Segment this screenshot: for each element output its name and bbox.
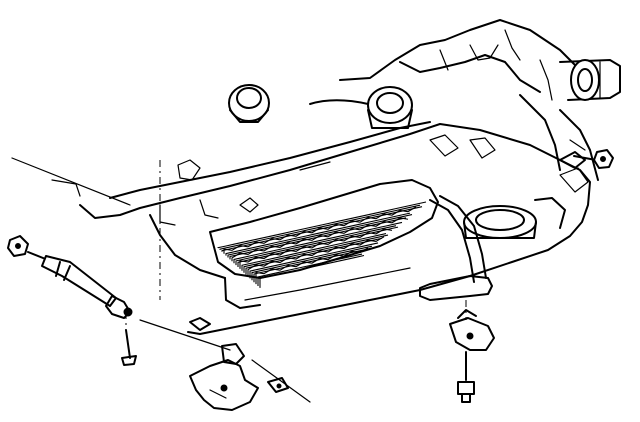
valve-body-hatch-line [225,212,411,256]
valve-body-hatch-line [223,206,417,254]
valve-body-hatch-line [241,233,387,271]
linkage-rod [419,151,597,301]
valve-body-hatch-line [231,217,409,262]
valve-body-hatch-line [243,234,389,273]
nut-right [593,149,614,169]
small-washer [267,377,289,393]
filter-seal [228,84,270,123]
valve-body [209,179,439,288]
valve-body-hatch-line [257,253,363,286]
alignment-lines [11,157,467,403]
bolt-right [457,351,475,403]
transmission-case [309,19,621,181]
bolt-left [121,329,137,366]
valve-body-hatch-line [259,254,365,288]
valve-body-hatch-line [219,204,421,250]
valve-body-hatch-line [255,247,369,285]
cable-sleeve [27,251,133,319]
valve-body-hatch-line [245,237,383,275]
filter-ring [463,197,566,239]
valve-body-hatch-line [247,236,385,277]
bracket-right [449,309,495,351]
valve-body-hatch-line [239,228,393,269]
valve-body-hatch-line [251,245,373,281]
valve-body-hatch-line [235,225,397,266]
valve-body-hatch-line [227,214,413,258]
valve-body-hatch-line [253,247,375,283]
valve-body-hatch-line [233,221,403,264]
valve-body-hatch-line [217,201,427,249]
nut-left [7,235,29,257]
bracket-left [189,343,259,411]
valve-body-hatch-line [249,242,379,279]
oil-pan [79,121,591,335]
oil-filter [367,86,413,129]
